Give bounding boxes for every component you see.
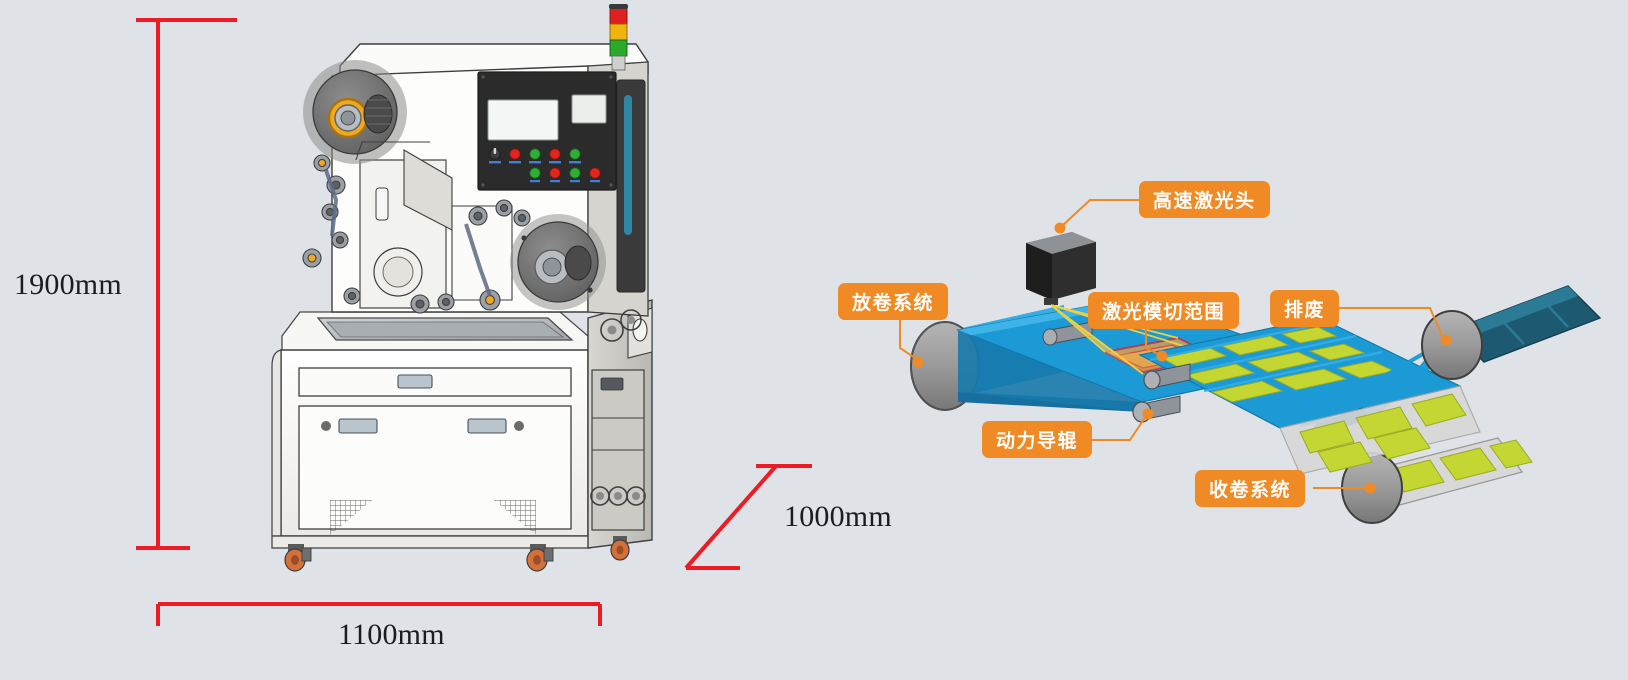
waste-roll bbox=[1421, 285, 1602, 380]
callout-anchor-dots bbox=[912, 222, 1452, 494]
web-guide-rollers bbox=[302, 141, 531, 314]
panel-button-row-2[interactable] bbox=[529, 167, 601, 183]
machine-casters bbox=[284, 536, 630, 572]
powered-guide-rollers bbox=[1132, 363, 1191, 423]
callout-power-guide-roller[interactable]: 动力导辊 bbox=[982, 421, 1093, 458]
dimension-depth-label: 1000mm bbox=[784, 500, 892, 533]
callout-laser-cut-range[interactable]: 激光模切范围 bbox=[1088, 292, 1240, 329]
rewind-reel bbox=[510, 214, 606, 310]
rewind-roll bbox=[1341, 437, 1533, 524]
dimension-width-label: 1100mm bbox=[338, 618, 445, 651]
dim-depth-line bbox=[684, 464, 778, 570]
callout-waste-discharge[interactable]: 排废 bbox=[1270, 290, 1340, 327]
machine-side-cabinet bbox=[587, 299, 653, 549]
callout-laser-head[interactable]: 高速激光头 bbox=[1139, 181, 1270, 218]
machine-upper-housing bbox=[302, 4, 649, 331]
machine-control-panel[interactable] bbox=[477, 71, 617, 191]
callout-rewind-system[interactable]: 收卷系统 bbox=[1195, 470, 1306, 507]
dimension-height-label: 1900mm bbox=[14, 268, 122, 301]
unwind-reel bbox=[303, 60, 407, 164]
stack-light bbox=[609, 4, 628, 71]
callout-unwind-system[interactable]: 放卷系统 bbox=[838, 283, 949, 320]
machine-lower-cabinet bbox=[271, 311, 591, 549]
label-web-to-rewind bbox=[1279, 385, 1481, 475]
guide-roller-upper bbox=[1143, 363, 1191, 390]
panel-button-row-1[interactable] bbox=[489, 148, 581, 164]
